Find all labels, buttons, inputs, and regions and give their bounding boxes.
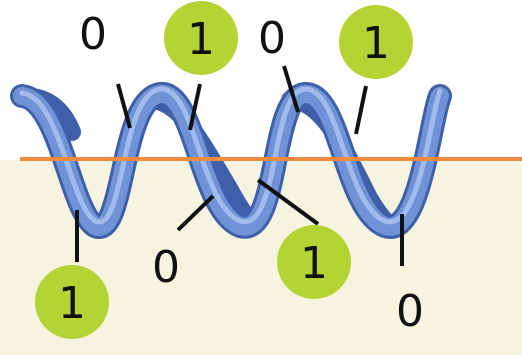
bit-label-top-1-b: 1 <box>362 18 390 69</box>
bit-label-top-0-a: 0 <box>79 9 107 60</box>
leader-line <box>176 194 215 232</box>
leader-lines <box>75 65 404 266</box>
badge-circle <box>339 5 413 79</box>
leader-line <box>116 83 132 129</box>
bit-labels: 0 1 0 1 1 0 1 0 <box>58 9 424 337</box>
leader-line <box>256 178 320 226</box>
bit-label-bottom-1-b: 1 <box>300 238 328 289</box>
leader-line <box>282 65 300 113</box>
bit-label-bottom-0-b: 0 <box>396 286 424 337</box>
helix-tube <box>13 85 449 236</box>
boundary-line <box>20 157 522 161</box>
badge-circle <box>35 265 109 339</box>
leader-line <box>354 85 368 135</box>
bit-label-top-1-a: 1 <box>187 14 215 65</box>
badges <box>35 1 413 339</box>
leader-line <box>188 83 202 131</box>
bit-label-bottom-0-a: 0 <box>152 242 180 293</box>
bit-label-top-0-b: 0 <box>258 13 286 64</box>
badge-circle <box>164 1 238 75</box>
bit-label-bottom-1-a: 1 <box>58 278 86 329</box>
helix-highlight <box>19 86 443 225</box>
badge-circle <box>277 225 351 299</box>
